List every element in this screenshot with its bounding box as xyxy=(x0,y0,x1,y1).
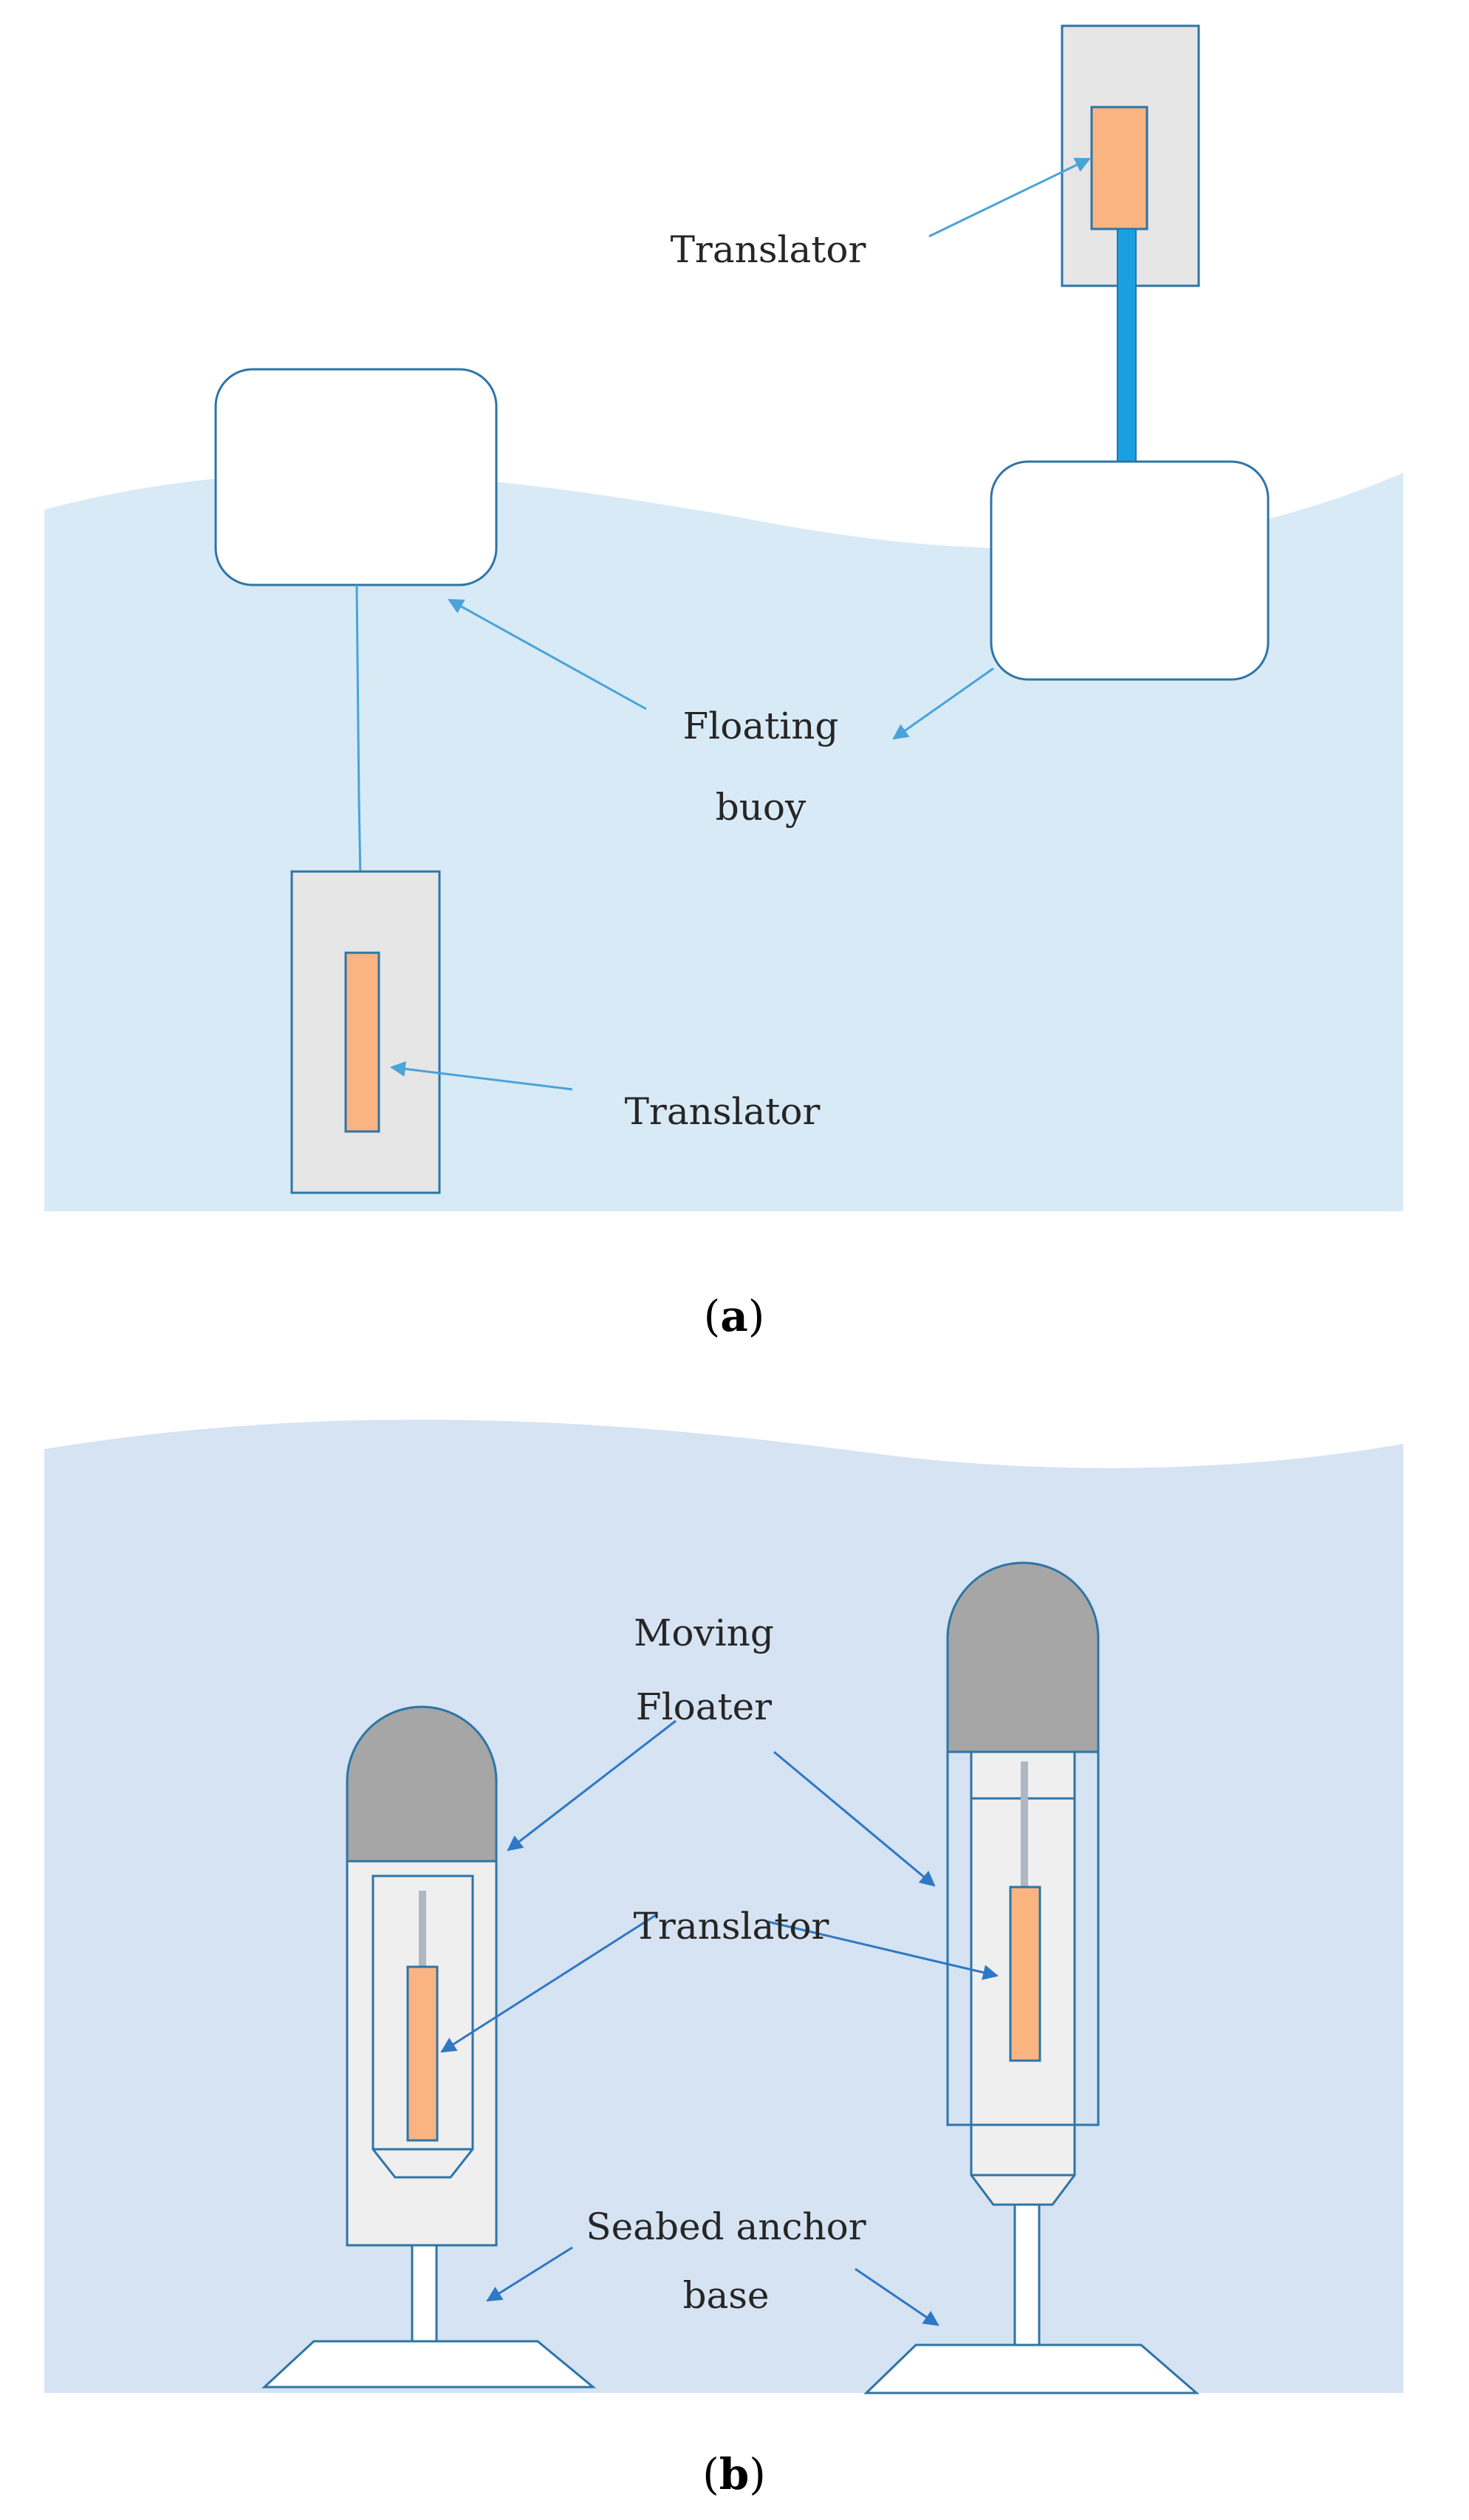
caption-b: (b) xyxy=(702,2449,766,2499)
label-translator-top: Translator xyxy=(671,228,866,271)
label-floating: Floating xyxy=(683,705,839,747)
arrow-buoy-right xyxy=(892,667,994,740)
converter-right xyxy=(863,1561,1200,2394)
anchor-base-right xyxy=(863,2343,1200,2394)
rod-right xyxy=(1021,1761,1028,1887)
rod-top-right xyxy=(1117,228,1137,465)
arrow-floater-right xyxy=(773,1750,936,1887)
translator-right xyxy=(1009,1886,1041,2062)
converter-left xyxy=(261,1705,597,2389)
arrow-translator-left xyxy=(440,1914,657,2053)
arrow-buoy-left xyxy=(448,598,647,711)
translator-left xyxy=(406,1965,439,2142)
anchor-base-left xyxy=(261,2340,597,2389)
post-right xyxy=(1013,2203,1041,2346)
post-left xyxy=(411,2244,438,2343)
arrow-translator-right xyxy=(767,1920,999,1980)
translator-top-right xyxy=(1090,106,1148,230)
arrow-floater-left xyxy=(507,1719,677,1852)
label-seabed-anchor: Seabed anchor xyxy=(586,2205,866,2248)
buoy-right xyxy=(990,460,1270,681)
label-buoy: buoy xyxy=(716,786,807,829)
label-translator-bottom: Translator xyxy=(625,1090,821,1133)
label-moving: Moving xyxy=(634,1612,774,1654)
label-base: base xyxy=(682,2274,769,2317)
panel-a: Translator Floating buoy Translator (a) xyxy=(44,24,1403,1341)
arrow-translator-top xyxy=(928,157,1091,238)
float-cap-left xyxy=(346,1705,498,1863)
panel-b: Moving Floater Translator Seabed anchor … xyxy=(44,1420,1403,2499)
label-translator-b: Translator xyxy=(634,1905,829,1948)
buoy-left xyxy=(214,368,498,586)
translator-bottom-left xyxy=(344,951,380,1133)
float-cap-right xyxy=(946,1561,1100,1753)
inner-housing-lower-right xyxy=(970,2125,1076,2206)
arrow-anchor-right xyxy=(855,2267,939,2326)
arrow-anchor-left xyxy=(486,2246,573,2302)
rod-left xyxy=(419,1891,426,1967)
arrow-translator-bottom xyxy=(389,1061,573,1091)
label-floater: Floater xyxy=(636,1685,772,1728)
caption-a: (a) xyxy=(704,1291,765,1341)
